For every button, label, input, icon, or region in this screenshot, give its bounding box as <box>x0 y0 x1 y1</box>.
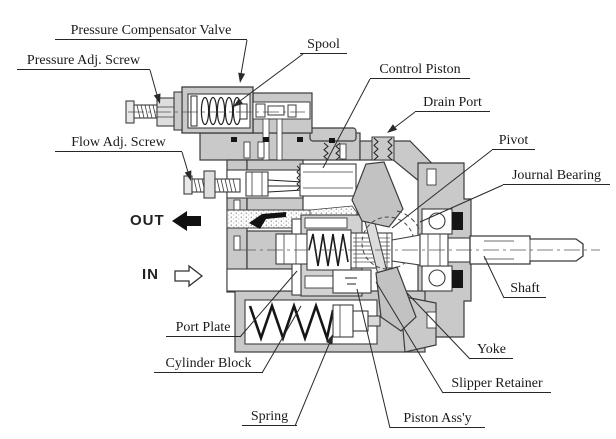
seal-dots <box>231 137 335 143</box>
label-spring: Spring <box>242 409 297 426</box>
label-drain-port: Drain Port <box>415 95 490 112</box>
journal-bearing-part <box>396 210 421 232</box>
flow-adj-screw-part <box>183 169 357 199</box>
housing-bolt-slots <box>233 141 437 329</box>
label-port-plate: Port Plate <box>166 320 240 337</box>
label-out-port: OUT <box>130 212 165 229</box>
label-pivot: Pivot <box>492 133 535 150</box>
label-slipper-retainer: Slipper Retainer <box>443 376 551 393</box>
piston-springs <box>308 233 349 267</box>
label-pressure-adj-screw: Pressure Adj. Screw <box>17 53 150 70</box>
shaft-part <box>469 235 584 265</box>
control-piston-part <box>296 163 357 197</box>
leader-arrowheads <box>153 72 398 345</box>
drain-port-part <box>323 136 395 161</box>
bias-spring-part <box>244 299 381 345</box>
flow-direction-arrow-icon <box>249 212 286 229</box>
valve-spring <box>200 96 242 126</box>
label-spool: Spool <box>300 37 347 54</box>
label-in-port: IN <box>142 266 159 283</box>
piston-assy-part <box>332 269 372 294</box>
bearing-assembly <box>391 208 471 292</box>
label-yoke: Yoke <box>470 342 513 359</box>
label-control-piston: Control Piston <box>370 62 470 79</box>
leader-lines <box>149 39 505 429</box>
label-journal-bearing: Journal Bearing <box>503 168 610 185</box>
out-arrow-icon <box>172 211 201 231</box>
label-pressure-compensator-valve: Pressure Compensator Valve <box>55 23 247 40</box>
in-arrow-icon <box>174 264 204 288</box>
label-piston-assy: Piston Ass'y <box>390 411 485 428</box>
label-cylinder-block: Cylinder Block <box>154 356 263 373</box>
label-shaft: Shaft <box>504 281 546 298</box>
yoke-part <box>351 161 417 332</box>
label-flow-adj-screw: Flow Adj. Screw <box>55 135 182 152</box>
pressure-compensator-valve-part <box>173 86 254 134</box>
